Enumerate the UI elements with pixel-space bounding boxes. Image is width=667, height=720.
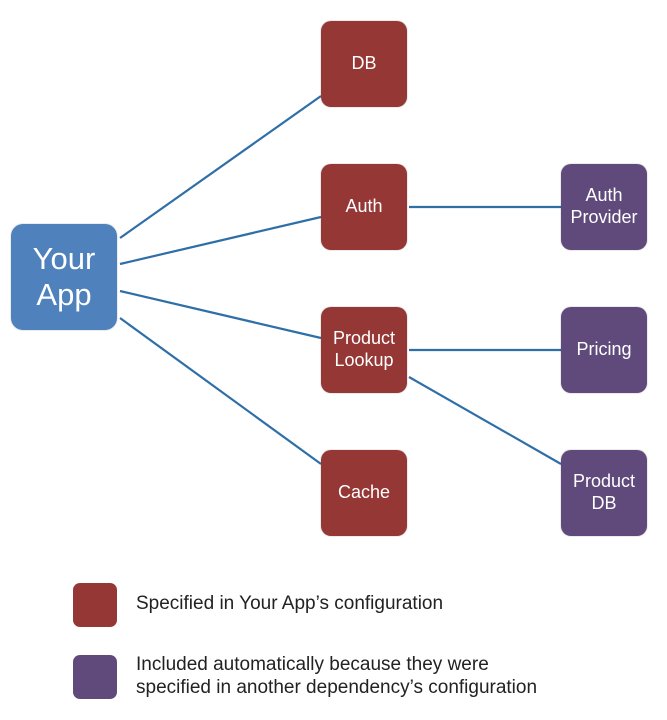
legend-label-auto: Included automatically because they were… bbox=[136, 654, 538, 698]
node-product-lookup: Product Lookup bbox=[321, 307, 407, 393]
node-pricing: Pricing bbox=[561, 307, 647, 393]
edge-app-cache bbox=[119, 317, 322, 465]
legend-label-config: Specified in Your App’s configuration bbox=[136, 593, 444, 614]
node-auth-provider: Auth Provider bbox=[561, 164, 647, 250]
node-auth: Auth bbox=[321, 164, 407, 250]
node-your-app: Your App bbox=[11, 224, 117, 330]
node-product-db: Product DB bbox=[561, 450, 647, 536]
legend-swatch-auto bbox=[73, 655, 117, 699]
node-cache: Cache bbox=[321, 450, 407, 536]
legend-swatch-config bbox=[73, 583, 117, 627]
edge-app-db bbox=[119, 95, 322, 239]
node-db: DB bbox=[321, 21, 407, 107]
edge-product-lookup-product-db bbox=[408, 376, 562, 465]
edge-app-product-lookup bbox=[119, 289, 322, 340]
edge-app-auth bbox=[119, 215, 322, 266]
